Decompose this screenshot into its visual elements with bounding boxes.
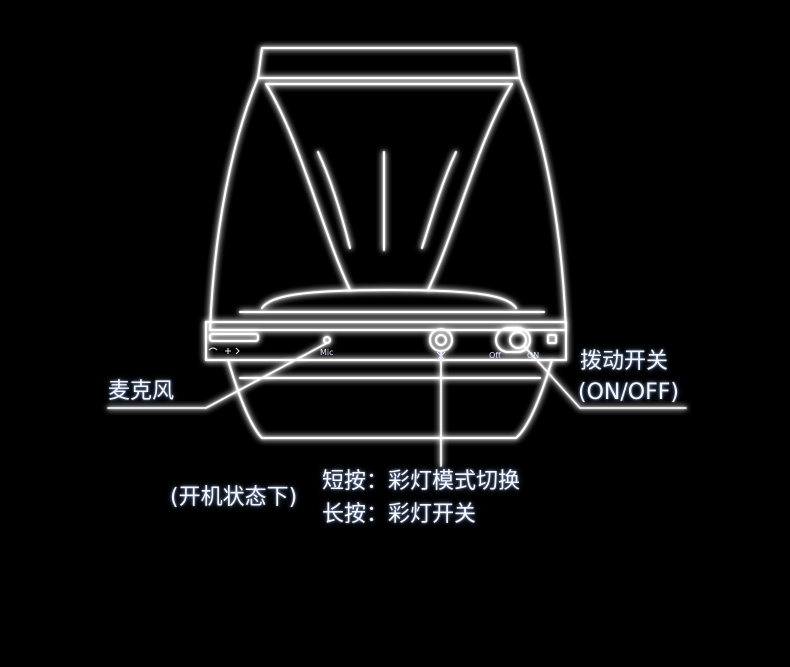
top-cap (257, 47, 521, 79)
mic-port-label: Mic (320, 348, 334, 357)
small-port (547, 334, 557, 344)
curve-icon (208, 347, 218, 351)
switch-off-label: Off (489, 351, 501, 360)
toggle-switch-callout-title: 拨动开关 (580, 349, 669, 374)
light-symbol-icon (436, 351, 446, 361)
chevron-right-icon (235, 347, 240, 355)
light-button-condition: (开机状态下) (170, 485, 298, 510)
light-button-core (435, 334, 447, 346)
toggle-switch-body (495, 327, 531, 353)
lower-bowl (227, 359, 553, 439)
slot-right (421, 151, 457, 249)
plus-icon (225, 348, 231, 354)
inner-funnel-left (265, 83, 351, 291)
light-button-ring (429, 328, 453, 352)
inner-funnel-right (427, 83, 513, 291)
switch-callout-line (523, 345, 687, 409)
mic-hole (323, 336, 331, 344)
toggle-switch-knob (509, 331, 527, 349)
outer-dome (209, 77, 567, 331)
volume-slot (209, 333, 259, 342)
light-button-short-press: 短按：彩灯模式切换 (322, 469, 521, 494)
switch-on-label: ON (527, 351, 540, 360)
base-ring (261, 289, 517, 309)
microphone-callout: 麦克风 (108, 379, 175, 404)
slot-left (317, 151, 351, 249)
light-button-long-press: 长按：彩灯开关 (322, 502, 477, 527)
toggle-switch-callout-state: (ON/OFF) (578, 380, 679, 405)
mic-callout-line (107, 342, 328, 409)
